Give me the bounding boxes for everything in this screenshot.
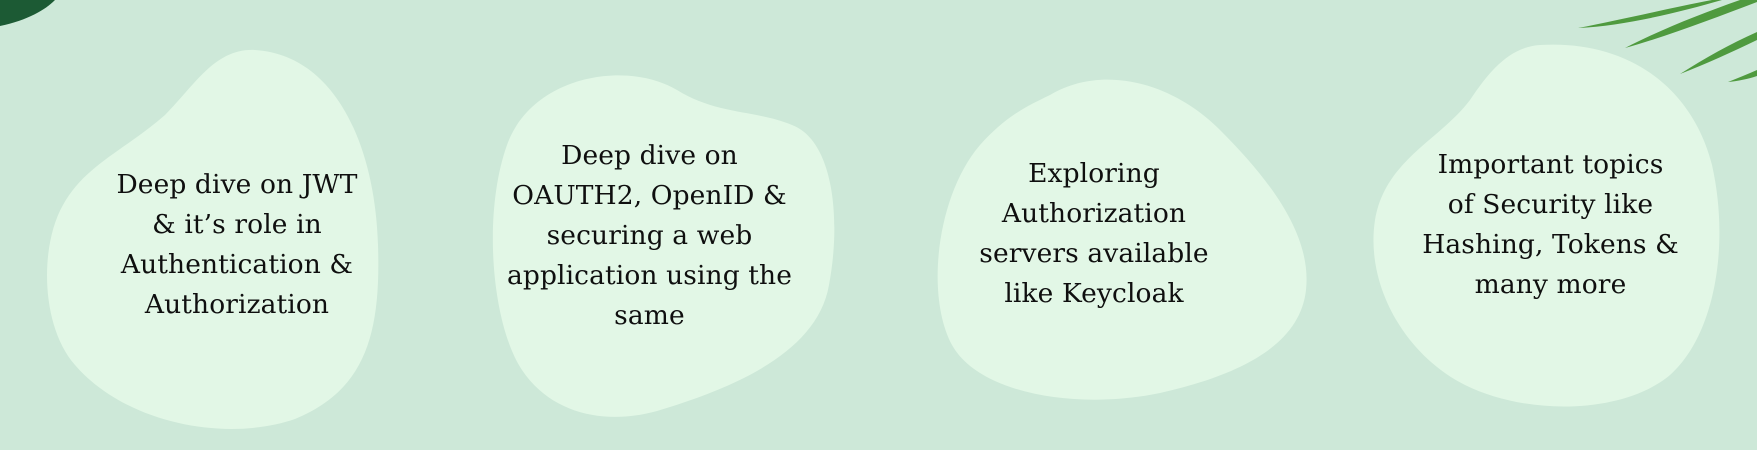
- topic-card-oauth2: Deep dive on OAUTH2, OpenID & securing a…: [477, 55, 842, 421]
- topic-line: Deep dive on: [561, 140, 738, 171]
- topic-line: securing a web: [546, 220, 753, 251]
- blob-shape: [47, 49, 379, 429]
- topic-line: like Keycloak: [1004, 278, 1184, 309]
- topic-line: Authorization: [1001, 198, 1187, 229]
- topic-line: Authorization: [144, 288, 330, 320]
- topic-text: Deep dive on OAUTH2, OpenID & securing a…: [507, 136, 792, 336]
- topic-line: of Security like: [1447, 189, 1654, 220]
- topic-line: servers available: [979, 238, 1209, 269]
- topic-line: application using the: [507, 260, 792, 291]
- topic-card-security-topics: Important topics of Security like Hashin…: [1370, 44, 1725, 415]
- blob-shape: [937, 79, 1307, 400]
- topic-line: OAUTH2, OpenID &: [512, 180, 787, 211]
- palm-leaves-icon: [1578, 0, 1757, 82]
- topic-line: Hashing, Tokens &: [1422, 229, 1679, 260]
- topic-line: many more: [1474, 269, 1627, 300]
- topic-card-jwt: Deep dive on JWT & it’s role in Authenti…: [45, 45, 405, 430]
- topic-card-authorization-servers: Exploring Authorization servers availabl…: [937, 75, 1312, 402]
- topic-line: & it’s role in: [152, 208, 322, 240]
- topic-line: Deep dive on JWT: [116, 168, 358, 200]
- topic-text: Deep dive on JWT & it’s role in Authenti…: [116, 165, 357, 325]
- topic-line: Important topics: [1437, 149, 1664, 180]
- topic-text: Important topics of Security like Hashin…: [1422, 145, 1679, 305]
- topic-line: Authentication &: [120, 248, 354, 280]
- blob-shape: [492, 75, 835, 417]
- blob-shape: [1373, 44, 1720, 407]
- topic-text: Exploring Authorization servers availabl…: [979, 154, 1208, 314]
- topic-line: Exploring: [1028, 158, 1160, 189]
- dark-leaf-icon: [0, 0, 55, 26]
- topic-line: same: [614, 300, 685, 331]
